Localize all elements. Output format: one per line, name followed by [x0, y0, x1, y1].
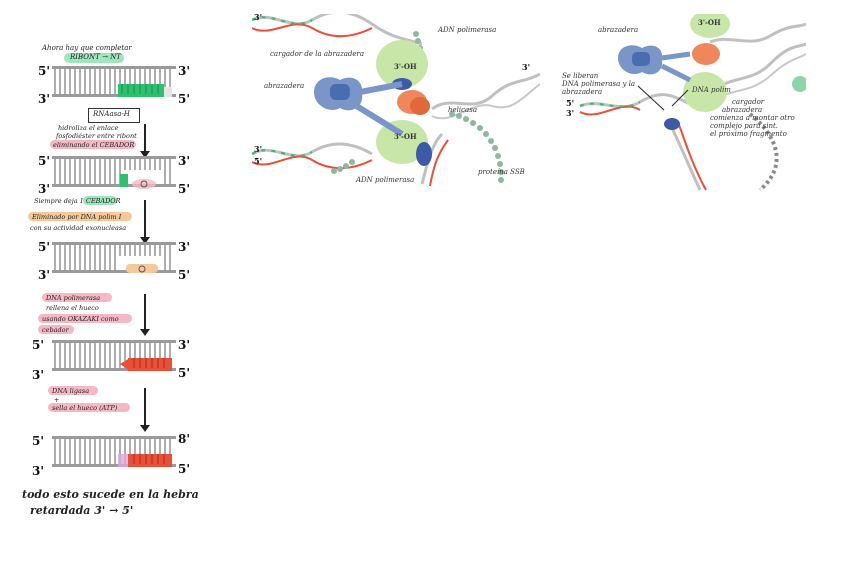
- step3-line2: rellena el hueco: [46, 304, 99, 312]
- dna-strip-2: [52, 156, 176, 189]
- intro-text: Ahora hay que completar: [42, 44, 132, 52]
- helicasa-label: helicasa: [448, 106, 477, 114]
- strip2-5prime: 5': [38, 154, 51, 168]
- strip4-5prime: 5': [32, 338, 45, 352]
- oh-top-label: 3'-OH: [394, 62, 417, 71]
- dna-strip-5: [52, 436, 176, 467]
- right-abrazadera-label: abrazadera: [598, 26, 639, 34]
- flow-arrow-3: [140, 294, 150, 336]
- cargador-label: cargador de la abrazadera: [270, 50, 365, 58]
- mid-top-3prime: 3': [254, 12, 263, 22]
- step4-plus: +: [54, 396, 60, 404]
- mid-bottom-5prime: 5': [254, 156, 263, 166]
- strip2-5prime-right: 5': [178, 182, 191, 196]
- step1-line1: hidroliza el enlace: [58, 124, 119, 132]
- step4-line2: sella el hueco (ATP): [52, 404, 118, 412]
- strip5-3prime: 3': [32, 464, 45, 478]
- step3-line1: DNA polimerasa: [46, 294, 101, 302]
- strip1-5prime: 5': [38, 64, 51, 78]
- step3-highlight-1: [42, 293, 112, 302]
- proteina-ssb-label: proteína SSB: [478, 168, 525, 176]
- step1-highlight: [50, 140, 136, 149]
- rnaasa-box: [88, 108, 140, 123]
- flow-arrow-2: [140, 200, 150, 244]
- step4-line1: DNA ligasa: [52, 387, 90, 395]
- polymerase-release-panel: abrazadera 3'-OH Se liberan DNA polimera…: [560, 10, 808, 194]
- cargador-line5: el próximo fragmento: [710, 130, 787, 138]
- flow-arrow-1: [140, 124, 150, 158]
- adn-polimerasa-top-label: ADN polimerasa: [438, 26, 497, 34]
- cargador-line4: complejo para sint.: [710, 122, 779, 130]
- replication-fork-illustration: [251, 10, 541, 187]
- liberan-line3: abrazadera: [562, 88, 603, 96]
- step2-line1: Eliminado por DNA polim I: [32, 213, 122, 221]
- step3-highlight-3: [38, 325, 74, 334]
- replication-fork-panel: 3' 3' 5' 3' ADN polimerasa cargador de l…: [251, 10, 541, 190]
- step2-line2: con su actividad exonucleasa: [30, 224, 127, 232]
- strip5-5prime: 5': [32, 434, 45, 448]
- strip3-3prime-right: 3': [178, 240, 191, 254]
- strip4-5prime-right: 5': [178, 366, 191, 380]
- mid-right-3prime: 3': [522, 62, 531, 72]
- strip1-3prime: 3': [38, 92, 51, 106]
- strip2-3prime: 3': [38, 182, 51, 196]
- polymerase-release-illustration: [579, 10, 808, 192]
- strip1-3prime-right: 3': [178, 64, 191, 78]
- step1-extra: Siempre deja 1 CEBADOR: [34, 197, 121, 205]
- strip2-3prime-right: 3': [178, 154, 191, 168]
- step3-highlight-2: [38, 314, 132, 323]
- step3-line3: usando OKAZAKI como: [42, 315, 119, 323]
- step1-line3: eliminando el CEBADOR: [53, 141, 135, 149]
- cargador-line2: abrazadera: [722, 106, 763, 114]
- conclusion-line1: todo esto sucede en la hebra: [22, 488, 199, 501]
- flow-arrow-4: [140, 388, 150, 432]
- intro-highlight: [64, 53, 124, 63]
- dna-strip-3: [52, 242, 176, 273]
- right-5prime: 5': [566, 98, 575, 108]
- step1-extra-highlight: [83, 196, 117, 205]
- mid-bottom-3prime: 3': [254, 144, 263, 154]
- conclusion-line2: retardada 3' → 5': [30, 504, 134, 517]
- step4-highlight-1: [48, 386, 98, 395]
- step4-highlight-2: [48, 403, 130, 412]
- dna-strip-1: [52, 66, 176, 97]
- strip4-3prime: 3': [32, 368, 45, 382]
- step1-line2: fosfodiéster entre ribont: [56, 132, 137, 140]
- rnaasa-label: RNAasa-H: [93, 110, 130, 118]
- strip1-5prime-right: 5': [178, 92, 191, 106]
- dna-strip-4: [52, 340, 176, 371]
- strip5-8prime-right: 8': [178, 432, 191, 446]
- abrazadera-label: abrazadera: [264, 82, 305, 90]
- strip5-5prime-right: 5': [178, 462, 191, 476]
- intro-arrow-text: RIBONT → NT: [70, 53, 121, 61]
- strip4-3prime-right: 3': [178, 338, 191, 352]
- strip3-3prime: 3': [38, 268, 51, 282]
- liberan-line2: DNA polimerasa y la: [562, 80, 636, 88]
- strip3-5prime: 5': [38, 240, 51, 254]
- step2-highlight: [28, 212, 132, 221]
- right-3prime: 3': [566, 108, 575, 118]
- strip3-5prime-right: 5': [178, 268, 191, 282]
- step3-line4: cebador: [42, 326, 69, 334]
- cargador-line3: comienza a montar otro: [710, 114, 795, 122]
- oh-bottom-label: 3'-OH: [394, 132, 417, 141]
- adn-polimerasa-bottom-label: ADN polimerasa: [356, 176, 415, 184]
- cargador-line1: cargador: [732, 98, 765, 106]
- dna-polim-label: DNA polim: [692, 86, 731, 94]
- right-oh-label: 3'-OH: [698, 18, 721, 27]
- liberan-line1: Se liberan: [562, 72, 599, 80]
